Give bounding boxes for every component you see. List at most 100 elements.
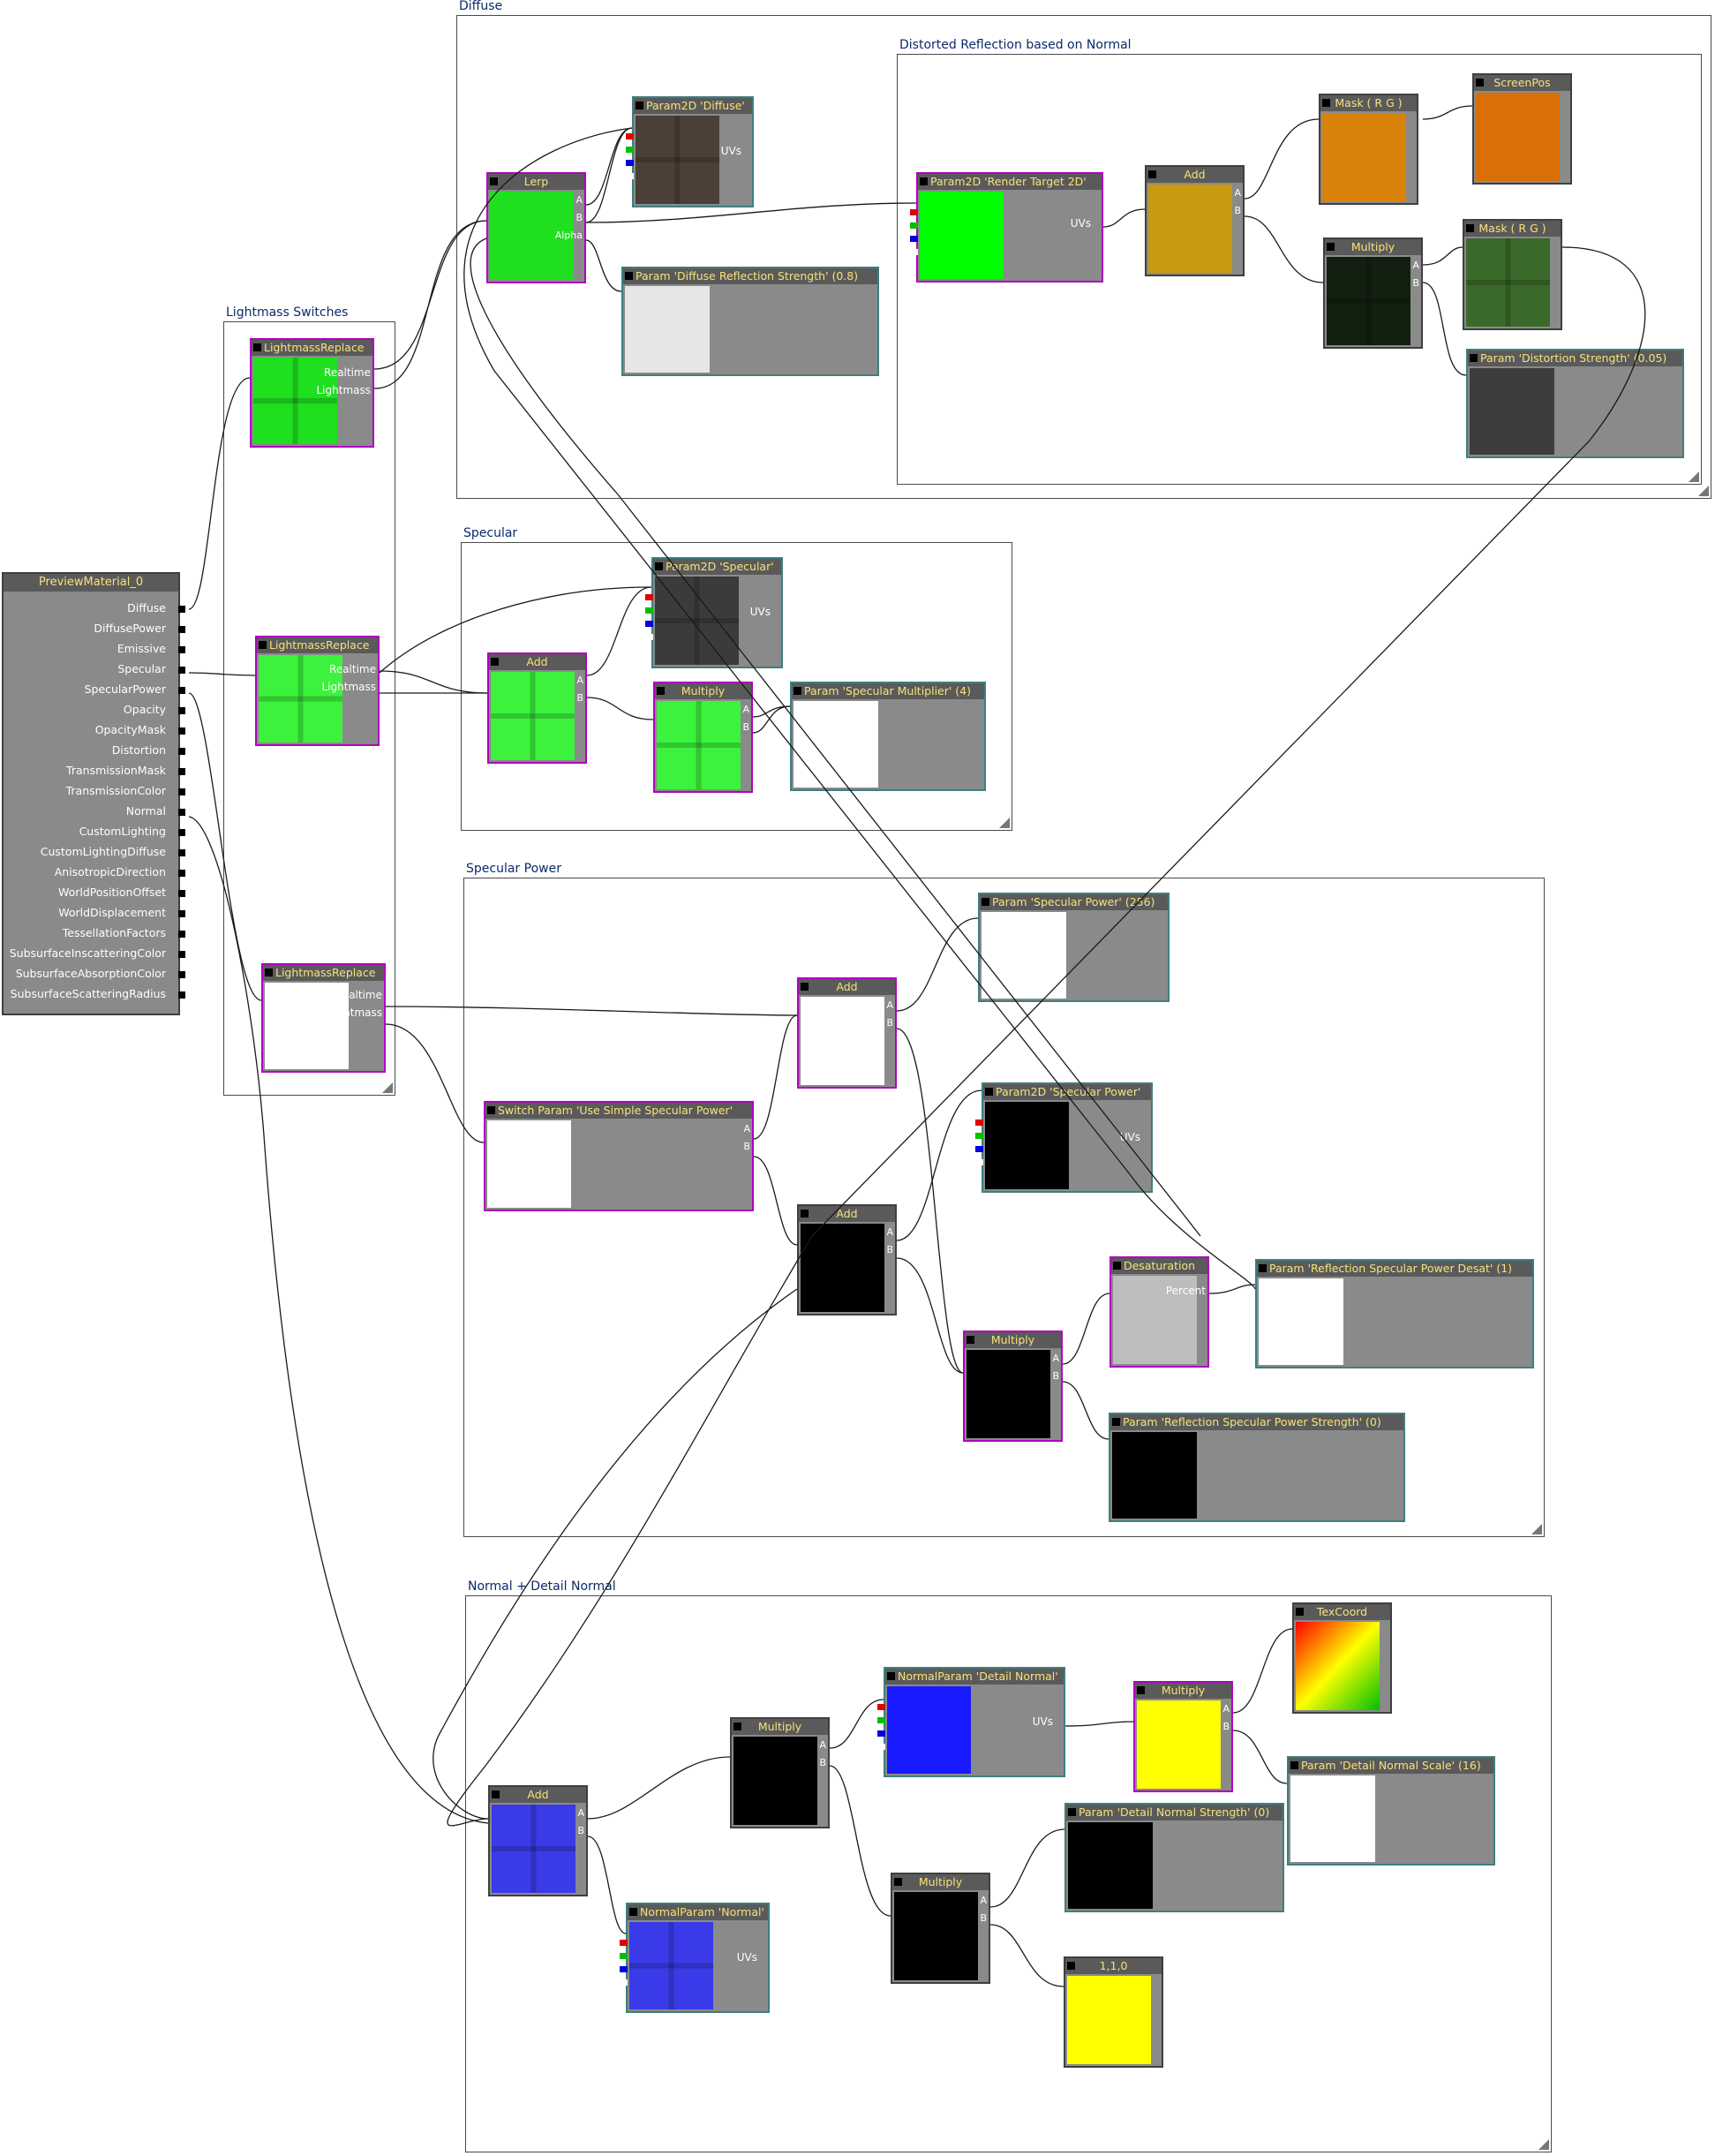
channel-red[interactable] [877,1704,885,1710]
normalparam-detail-normal-node[interactable]: NormalParam 'Detail Normal' UVs [877,1667,1065,1777]
constant-1-1-0-node[interactable]: 1,1,0 [1064,1956,1163,2068]
material-input-pin[interactable] [178,971,185,978]
texcoord-node[interactable]: TexCoord [1292,1602,1392,1714]
multiply-node-distortion[interactable]: Multiply A B [1323,237,1423,349]
node-toggle[interactable] [1327,243,1335,251]
channel-blue[interactable] [910,236,918,242]
node-toggle[interactable] [1476,79,1484,87]
node-toggle[interactable] [801,983,809,991]
channel-blue[interactable] [877,1730,885,1737]
material-input-pin[interactable] [178,910,185,917]
node-toggle[interactable] [1137,1686,1145,1694]
node-toggle[interactable] [920,177,928,185]
multiply-node-specular-power[interactable]: Multiply A B [963,1331,1063,1442]
channel-green[interactable] [910,222,918,229]
resize-handle[interactable] [1531,1524,1542,1534]
param-specular-power[interactable]: Param 'Specular Power' (256) [978,893,1170,1002]
node-toggle[interactable] [894,1878,902,1886]
multiply-node-normal-2[interactable]: Multiply A B [891,1873,990,1984]
screenpos-node[interactable]: ScreenPos [1472,73,1572,185]
node-toggle[interactable] [1259,1264,1267,1272]
material-input-pin[interactable] [178,829,185,836]
channel-green[interactable] [626,147,634,153]
node-toggle[interactable] [985,1088,993,1096]
param-specular-multiplier[interactable]: Param 'Specular Multiplier' (4) [790,682,986,791]
param2d-specular-power-node[interactable]: Param2D 'Specular Power' UVs [975,1082,1153,1193]
material-input-pin[interactable] [178,667,185,674]
node-toggle[interactable] [491,658,499,666]
channel-alpha[interactable] [877,1744,885,1750]
channel-red[interactable] [620,1940,628,1946]
material-input-pin[interactable] [178,951,185,958]
param-diffuse-reflection-strength[interactable]: Param 'Diffuse Reflection Strength' (0.8… [621,267,879,376]
node-toggle[interactable] [636,102,643,109]
node-toggle[interactable] [1296,1608,1304,1616]
channel-red[interactable] [975,1119,983,1126]
channel-alpha[interactable] [620,1979,628,1986]
desaturation-node[interactable]: Desaturation Percent [1109,1256,1209,1368]
node-toggle[interactable] [1067,1962,1075,1970]
node-toggle[interactable] [629,1908,637,1916]
node-toggle[interactable] [1148,170,1156,178]
material-input-pin[interactable] [178,788,185,795]
lightmass-replace-node-specular[interactable]: LightmassReplace Realtime Lightmass [255,636,380,746]
channel-blue[interactable] [975,1146,983,1152]
node-toggle[interactable] [801,1210,809,1217]
channel-green[interactable] [645,607,653,614]
material-input-pin[interactable] [178,606,185,613]
material-input-pin[interactable] [178,870,185,877]
node-toggle[interactable] [887,1672,895,1680]
multiply-node-specular[interactable]: Multiply A B [653,682,753,793]
channel-blue[interactable] [620,1966,628,1972]
node-toggle[interactable] [265,969,273,976]
material-input-pin[interactable] [178,849,185,856]
param2d-specular-node[interactable]: Param2D 'Specular' UVs [645,557,783,668]
node-toggle[interactable] [733,1723,741,1730]
mask-rg-node-normal[interactable]: Mask ( R G ) [1463,219,1562,330]
normalparam-normal-node[interactable]: NormalParam 'Normal' UVs [620,1903,770,2013]
node-toggle[interactable] [1068,1808,1076,1816]
material-input-pin[interactable] [178,991,185,999]
node-toggle[interactable] [794,687,801,695]
resize-handle[interactable] [1538,2139,1549,2150]
resize-handle[interactable] [1698,486,1709,496]
node-toggle[interactable] [1470,354,1478,362]
channel-alpha[interactable] [626,173,634,179]
node-toggle[interactable] [487,1106,495,1114]
channel-red[interactable] [626,133,634,139]
channel-alpha[interactable] [975,1159,983,1165]
param-distortion-strength[interactable]: Param 'Distortion Strength' (0.05) [1466,349,1684,458]
material-input-pin[interactable] [178,890,185,897]
node-toggle[interactable] [657,687,665,695]
node-toggle[interactable] [253,343,261,351]
node-toggle[interactable] [1466,224,1474,232]
node-toggle[interactable] [1322,99,1330,107]
add-node-specular-power-1[interactable]: Add A B [797,977,897,1089]
mask-rg-node-screenpos[interactable]: Mask ( R G ) [1319,94,1418,205]
node-toggle[interactable] [259,641,267,649]
lightmass-replace-node-diffuse[interactable]: LightmassReplace Realtime Lightmass [250,338,374,448]
node-toggle[interactable] [655,562,663,570]
material-input-pin[interactable] [178,687,185,694]
node-toggle[interactable] [490,177,498,185]
lerp-node[interactable]: Lerp A B Alpha [486,172,586,283]
node-toggle[interactable] [982,898,989,906]
channel-green[interactable] [620,1953,628,1959]
param-reflection-specular-power-strength[interactable]: Param 'Reflection Specular Power Strengt… [1109,1413,1405,1522]
add-node-specular-power-2[interactable]: Add A B [797,1204,897,1315]
material-input-pin[interactable] [178,646,185,653]
lightmass-replace-node-specular-power[interactable]: LightmassReplace Realtime Lightmass [261,963,386,1073]
param-detail-normal-scale[interactable]: Param 'Detail Normal Scale' (16) [1287,1756,1495,1866]
channel-alpha[interactable] [910,249,918,255]
resize-handle[interactable] [382,1082,393,1093]
channel-red[interactable] [910,209,918,215]
material-input-pin[interactable] [178,931,185,938]
material-input-pin[interactable] [178,768,185,775]
channel-blue[interactable] [626,160,634,166]
node-toggle[interactable] [492,1790,500,1798]
multiply-node-normal-1[interactable]: Multiply A B [730,1717,830,1828]
param-detail-normal-strength[interactable]: Param 'Detail Normal Strength' (0) [1064,1803,1284,1912]
channel-alpha[interactable] [645,634,653,640]
material-input-pin[interactable] [178,626,185,633]
